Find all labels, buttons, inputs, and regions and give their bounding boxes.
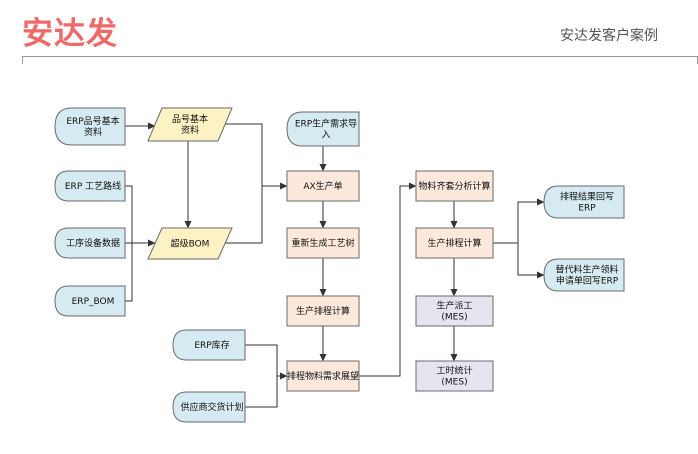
node-process-equipment: 工序设备数据 <box>54 227 126 259</box>
node-label: 生产排程计算 <box>427 237 481 249</box>
node-label: 排程结果回写 <box>560 191 614 203</box>
node-label: ERP生产需求导 <box>295 118 357 130</box>
node-label: 生产排程计算 <box>296 305 350 317</box>
node-label: 申请单回写ERP <box>556 275 619 287</box>
node-label: ERP <box>578 204 596 214</box>
edge-scheduling-2-to-substitute-writeback <box>517 243 545 279</box>
edge-supplier-plan-to-material-expansion <box>245 376 278 408</box>
node-label: 物料齐套分析计算 <box>418 180 490 192</box>
node-label: 排程物料需求展望 <box>287 370 359 382</box>
node-shape <box>147 227 233 260</box>
node-shape <box>415 360 494 392</box>
header-divider-cap-left <box>22 56 23 64</box>
node-label: ERP品号基本 <box>66 115 119 127</box>
node-shape <box>286 360 360 392</box>
node-label: ERP库存 <box>194 339 229 351</box>
node-material-kitting-analysis: 物料齐套分析计算 <box>415 170 494 202</box>
node-shape <box>54 285 126 317</box>
node-label: 资料 <box>181 124 199 136</box>
node-label: (MES) <box>441 313 467 323</box>
flowchart-connectors <box>125 122 545 408</box>
node-shape <box>172 329 246 361</box>
node-shape <box>286 295 360 327</box>
node-label: ERP 工艺路线 <box>65 180 121 192</box>
header-divider <box>22 56 698 57</box>
node-shape <box>172 391 246 423</box>
page-subtitle: 安达发客户案例 <box>560 28 658 44</box>
node-regenerate-routing-tree: 重新生成工艺树 <box>286 227 360 259</box>
node-label: 入 <box>321 130 330 141</box>
node-shape <box>415 295 494 327</box>
node-label: ERP_BOM <box>72 297 115 307</box>
node-label: 替代料生产领料 <box>555 264 618 276</box>
node-shape <box>543 258 625 292</box>
node-label: 工序设备数据 <box>66 237 120 249</box>
brand-logo: 安达发 <box>22 16 118 52</box>
node-shape <box>415 170 494 202</box>
node-shape <box>54 170 126 202</box>
node-label: AX生产单 <box>303 180 342 192</box>
edge-erp-inventory-to-material-expansion <box>245 344 288 380</box>
node-production-dispatch: 生产派工(MES) <box>415 295 494 327</box>
node-erp-routing: ERP 工艺路线 <box>54 170 126 202</box>
node-label: 工时统计 <box>436 365 472 377</box>
node-shape <box>415 227 494 259</box>
edge-super-bom-to-ax-order <box>225 186 263 244</box>
node-shape <box>54 107 126 146</box>
node-shape <box>54 227 126 259</box>
node-label: 供应商交货计划 <box>180 401 243 413</box>
node-material-demand-expansion: 排程物料需求展望 <box>286 360 360 392</box>
node-shape <box>286 170 360 202</box>
node-ax-production-order: AX生产单 <box>286 170 360 202</box>
edge-scheduling-2-to-writeback-erp <box>493 198 545 244</box>
node-supplier-delivery-plan: 供应商交货计划 <box>172 391 246 423</box>
edge-item-basic-to-ax-order <box>225 123 288 190</box>
node-shape <box>286 111 360 147</box>
node-shape <box>147 107 233 142</box>
node-erp-inventory: ERP库存 <box>172 329 246 361</box>
node-label: 重新生成工艺树 <box>291 237 354 249</box>
node-production-scheduling-1: 生产排程计算 <box>286 295 360 327</box>
node-shape <box>543 185 625 219</box>
node-label: 超级BOM <box>171 238 210 250</box>
edge-material-expansion-to-kitting <box>359 182 417 377</box>
node-erp-bom: ERP_BOM <box>54 285 126 317</box>
node-super-bom: 超级BOM <box>147 227 233 260</box>
node-label: (MES) <box>441 378 467 388</box>
node-label: 生产派工 <box>436 300 472 312</box>
node-labor-hours: 工时统计(MES) <box>415 360 494 392</box>
node-production-scheduling-2: 生产排程计算 <box>415 227 494 259</box>
node-label: 品号基本 <box>172 113 208 125</box>
node-shape <box>286 227 360 259</box>
node-label: 资料 <box>84 126 102 138</box>
